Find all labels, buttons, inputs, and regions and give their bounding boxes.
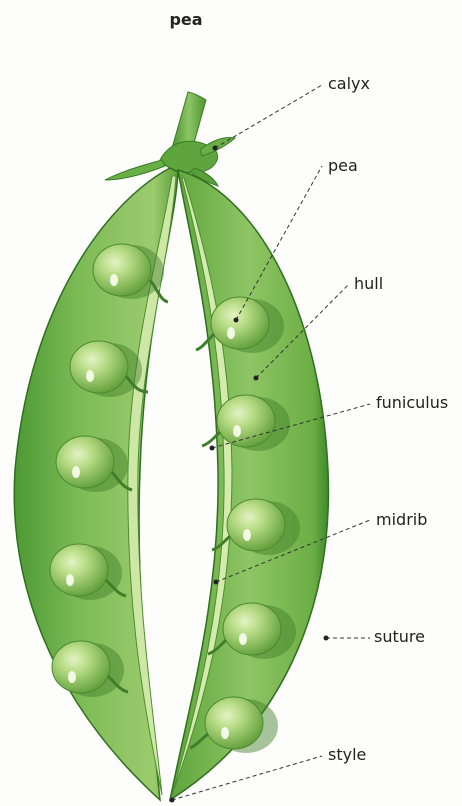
label-funiculus: funiculus <box>376 393 448 412</box>
label-midrib: midrib <box>376 510 427 529</box>
label-suture: suture <box>374 627 425 646</box>
pea-seed <box>93 244 164 299</box>
label-hull: hull <box>354 274 383 293</box>
label-pea: pea <box>328 156 358 175</box>
label-calyx: calyx <box>328 74 370 93</box>
label-style: style <box>328 745 366 764</box>
